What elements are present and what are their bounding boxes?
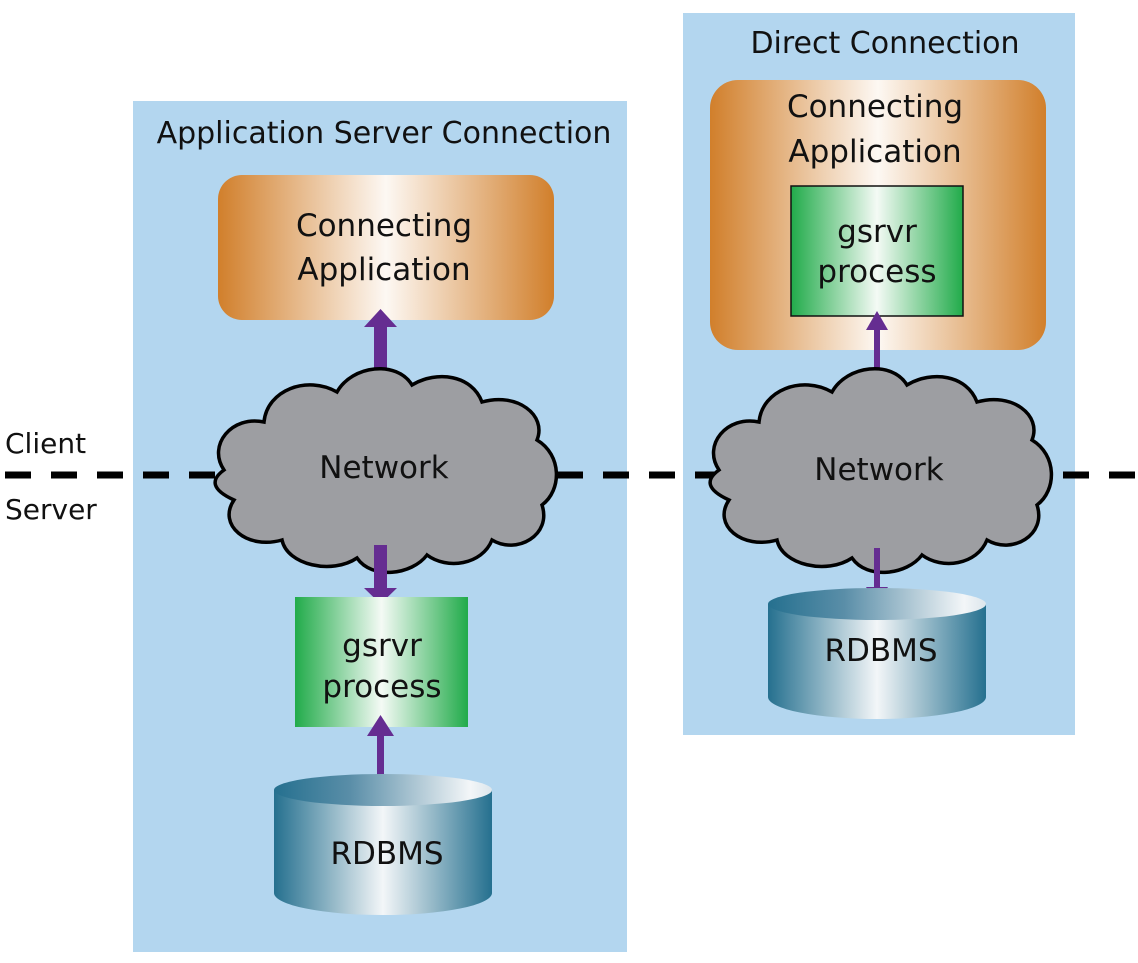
app-server-gsrvr-process: gsrvr process bbox=[295, 597, 468, 727]
app-server-rdbms: RDBMS bbox=[274, 774, 492, 915]
direct-rdbms: RDBMS bbox=[768, 588, 986, 719]
direct-process-line2: process bbox=[817, 254, 936, 290]
app-server-process-line2: process bbox=[322, 669, 441, 705]
direct-gsrvr-process: gsrvr process bbox=[790, 185, 964, 317]
client-label: Client bbox=[5, 427, 86, 460]
direct-app-line1: Connecting bbox=[787, 89, 963, 125]
app-server-connecting-application: Connecting Application bbox=[218, 175, 554, 320]
direct-up-arrow bbox=[866, 311, 888, 386]
direct-app-line2: Application bbox=[788, 134, 961, 170]
app-server-title: Application Server Connection bbox=[157, 116, 612, 151]
direct-connecting-application: Connecting Application gsrvr process bbox=[710, 80, 1046, 350]
app-server-app-line2: Application bbox=[297, 252, 470, 288]
server-label: Server bbox=[5, 493, 97, 526]
app-server-network-cloud: Network bbox=[213, 366, 559, 575]
app-server-process-line1: gsrvr bbox=[342, 628, 422, 664]
direct-network-label: Network bbox=[814, 452, 943, 488]
direct-process-line1: gsrvr bbox=[837, 214, 917, 250]
app-server-app-line1: Connecting bbox=[296, 208, 472, 244]
app-server-rdbms-label: RDBMS bbox=[330, 836, 443, 872]
direct-title: Direct Connection bbox=[750, 26, 1019, 61]
direct-network-cloud: Network bbox=[708, 366, 1054, 575]
app-server-down-arrow bbox=[364, 545, 397, 604]
app-server-network-label: Network bbox=[319, 450, 448, 486]
direct-rdbms-label: RDBMS bbox=[824, 633, 937, 669]
